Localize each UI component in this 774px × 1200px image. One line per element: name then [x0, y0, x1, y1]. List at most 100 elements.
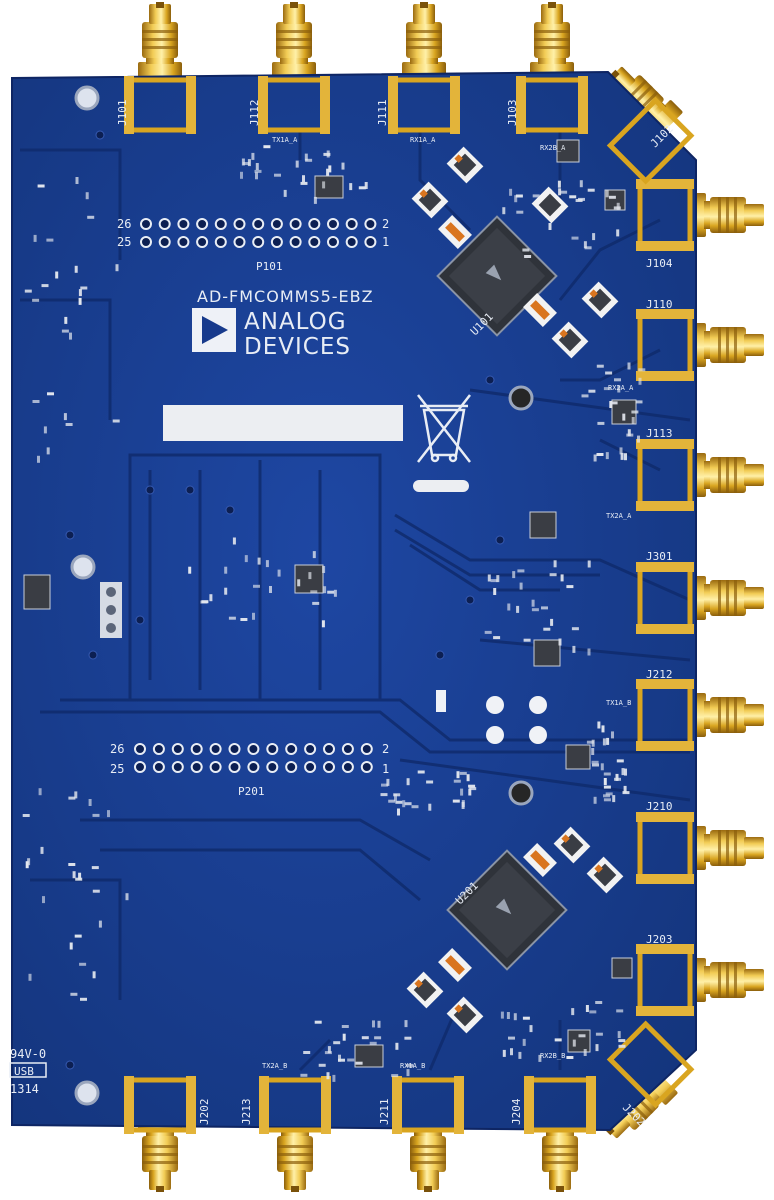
smd-passive	[558, 188, 562, 196]
smd-passive	[603, 778, 607, 785]
header-pin	[364, 218, 377, 230]
smd-passive	[514, 195, 518, 203]
svg-text:J110: J110	[646, 298, 673, 311]
header-pin	[177, 218, 190, 230]
smd-passive	[506, 1012, 510, 1019]
smd-passive	[627, 362, 631, 370]
smd-passive	[349, 183, 353, 191]
smd-passive	[78, 297, 82, 305]
smd-passive	[323, 152, 331, 156]
smd-passive	[377, 1020, 381, 1028]
smd-passive	[579, 180, 583, 188]
smd-passive	[72, 871, 76, 879]
smd-passive	[586, 740, 594, 744]
smd-passive	[404, 1020, 408, 1028]
smd-passive	[70, 992, 78, 996]
smd-passive	[300, 181, 308, 185]
smd-passive	[541, 606, 548, 610]
smd-passive	[595, 1001, 603, 1004]
smd-passive	[303, 1051, 311, 1054]
smd-passive	[571, 236, 579, 240]
smd-passive	[621, 768, 625, 776]
smd-passive	[318, 1063, 326, 1067]
smd-passive	[484, 630, 492, 634]
smd-passive	[112, 419, 120, 423]
header-pin	[285, 743, 298, 755]
smd-passive	[591, 748, 595, 755]
smd-passive	[395, 800, 403, 804]
smd-passive	[64, 316, 68, 324]
smd-passive	[500, 1011, 504, 1019]
smd-passive	[566, 585, 574, 589]
smd-passive	[456, 771, 460, 779]
smd-passive	[372, 1020, 375, 1028]
header-p101-pin-1: 1	[382, 235, 389, 249]
smd-passive	[312, 551, 316, 559]
header-pin	[252, 236, 265, 248]
svg-text:J103: J103	[506, 100, 519, 127]
smd-passive	[624, 453, 627, 461]
smd-passive	[496, 575, 500, 583]
header-pin	[327, 236, 339, 248]
smd-passive	[606, 737, 610, 745]
weee-bin-icon	[417, 394, 471, 463]
smd-passive	[327, 590, 335, 594]
smd-passive	[522, 248, 530, 252]
smd-passive	[601, 725, 605, 733]
header-pin	[252, 218, 265, 230]
smd-passive	[46, 447, 50, 455]
smd-passive	[374, 1036, 382, 1040]
smd-passive	[578, 1034, 586, 1038]
smd-passive	[616, 202, 620, 210]
smd-passive	[342, 1033, 346, 1041]
smd-passive	[622, 413, 626, 421]
header-pin	[345, 236, 358, 248]
smd-passive	[251, 152, 255, 160]
smd-passive	[585, 1005, 589, 1012]
smd-passive	[588, 389, 596, 393]
header-pin	[152, 743, 165, 755]
smd-passive	[617, 385, 621, 393]
smd-passive	[42, 896, 45, 904]
test-pads	[486, 696, 547, 744]
svg-text:J111: J111	[376, 100, 389, 127]
header-pin	[270, 236, 283, 248]
smd-passive	[63, 413, 67, 421]
smd-passive	[461, 800, 465, 808]
smd-passive	[224, 566, 228, 574]
net-labels: TX1A_A RX1A_A RX2B_A RX2A_A TX2A_A TX1A_…	[262, 136, 634, 1070]
silkscreen-bar	[413, 480, 469, 492]
small-ics	[23, 139, 637, 1068]
svg-text:RX2A_A: RX2A_A	[608, 384, 634, 392]
smd-passive	[493, 588, 497, 595]
smd-passive	[327, 1046, 331, 1054]
svg-text:J211: J211	[378, 1099, 391, 1126]
smd-passive	[386, 778, 390, 786]
smd-passive	[125, 893, 129, 901]
smd-passive	[43, 426, 47, 434]
smd-passive	[596, 453, 604, 456]
smd-passive	[587, 188, 595, 192]
smd-passive	[637, 435, 640, 443]
smd-passive	[428, 803, 432, 811]
smd-passive	[605, 452, 609, 460]
smd-passive	[583, 241, 587, 249]
brand-name-line2: DEVICES	[244, 334, 351, 360]
smd-passive	[571, 1008, 575, 1016]
smd-passive	[257, 557, 261, 565]
smd-passive	[426, 780, 434, 784]
smd-passive	[283, 189, 287, 197]
transceiver-ic-u201	[446, 849, 568, 971]
smd-passive	[24, 289, 32, 293]
label-blank-area	[163, 405, 403, 441]
smd-passive	[269, 586, 272, 593]
smd-passive	[508, 1036, 515, 1040]
smd-passive	[253, 584, 260, 588]
smd-passive	[28, 973, 32, 981]
smd-passive	[80, 286, 88, 290]
smd-passive	[617, 1031, 621, 1039]
smd-passive	[40, 846, 44, 854]
smd-passive	[338, 1054, 341, 1062]
smd-passive	[469, 787, 477, 791]
header-pin	[323, 761, 335, 773]
